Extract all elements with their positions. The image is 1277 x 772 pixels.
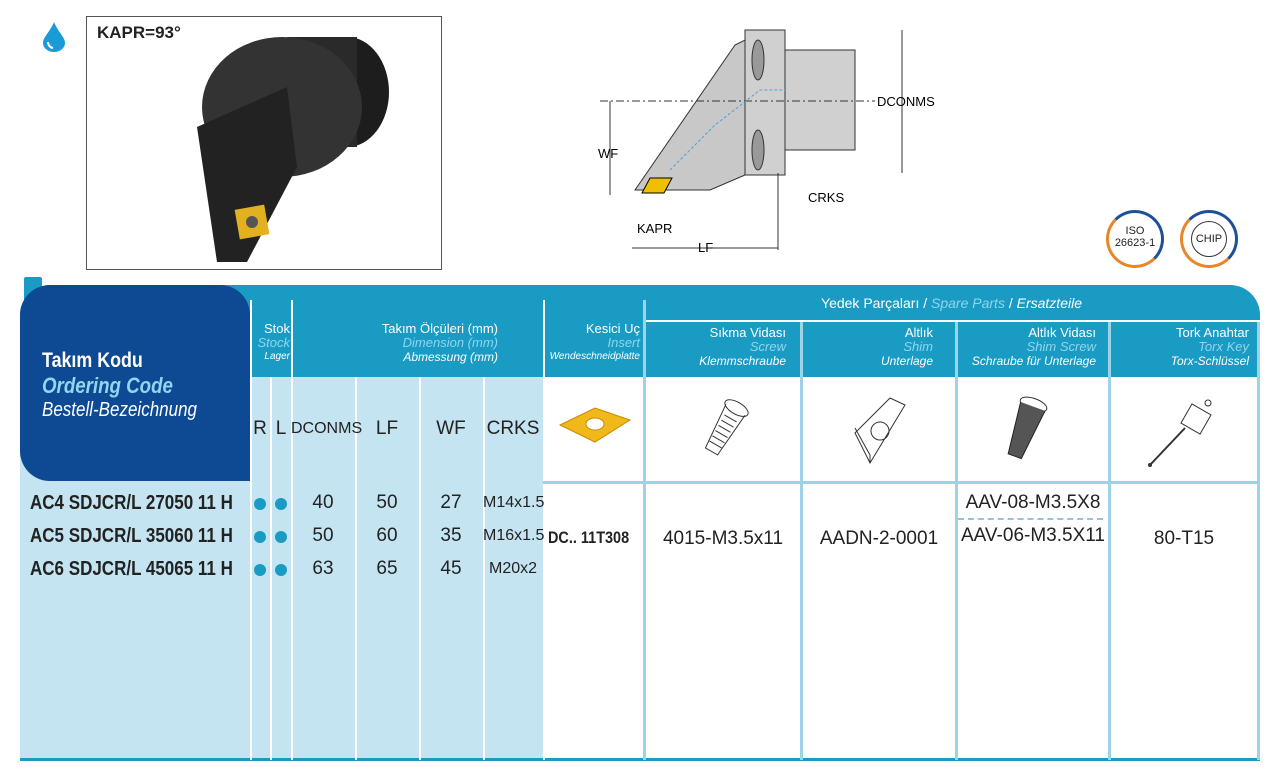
dconms-label: DCONMS	[877, 94, 935, 109]
insert-value: DC.. 11T308	[548, 528, 630, 547]
product-photo: KAPR=93°	[86, 16, 442, 270]
torx-key-icon	[1148, 399, 1212, 467]
crks-value: M20x2	[488, 560, 538, 577]
ordering-code: AC5 SDJCR/L 35060 11 H	[30, 525, 233, 547]
lf-value: 50	[376, 492, 398, 513]
lf-label: LF	[698, 240, 713, 255]
screw-icon	[704, 399, 749, 456]
col-crks: CRKS	[486, 418, 540, 439]
dimensions-header: Takım Ölçüleri (mm)Dimension (mm)Abmessu…	[381, 321, 498, 365]
coolant-drop-icon	[43, 22, 65, 52]
stock-l-dot	[275, 498, 287, 510]
kapr-label: KAPR	[637, 221, 672, 236]
spare-parts-header: Yedek Parçaları / Spare Parts / Ersatzte…	[821, 295, 1082, 311]
crks-value: M16x1.5	[483, 527, 545, 544]
stock-l-dot	[275, 564, 287, 576]
col-r: R	[253, 418, 267, 439]
tool-holder-image	[197, 37, 389, 262]
lf-value: 60	[376, 525, 398, 546]
dconms-value: 50	[312, 525, 334, 546]
kapr-angle-label: KAPR=93°	[97, 23, 181, 42]
wf-value: 45	[440, 558, 462, 579]
shim-screw-value-1: AAV-08-M3.5X8	[965, 492, 1101, 513]
wf-label: WF	[598, 146, 618, 161]
technical-drawing: DCONMS WF CRKS KAPR LF	[598, 29, 935, 255]
ordering-code: AC6 SDJCR/L 45065 11 H	[30, 558, 233, 580]
lf-value: 65	[376, 558, 398, 579]
wf-value: 35	[440, 525, 462, 546]
col-wf: WF	[436, 418, 466, 439]
crks-label: CRKS	[808, 190, 844, 205]
col-lf: LF	[375, 418, 399, 439]
stock-r-dot	[254, 498, 266, 510]
shim-screw-value-2: AAV-06-M3.5X11	[961, 525, 1105, 546]
shim-value: AADN-2-0001	[819, 528, 939, 549]
crks-value: M14x1.5	[483, 494, 545, 511]
chip-badge: CHIP	[1180, 210, 1238, 268]
stock-r-dot	[254, 564, 266, 576]
torx-key-value: 80-T15	[1153, 528, 1215, 549]
screw-value: 4015-M3.5x11	[662, 528, 784, 549]
stock-r-dot	[254, 531, 266, 543]
col-l: L	[275, 418, 287, 439]
stock-l-dot	[275, 531, 287, 543]
ordering-code-header: Takım Kodu Ordering Code Bestell-Bezeich…	[20, 285, 250, 481]
dconms-value: 63	[312, 558, 334, 579]
shim-icon	[854, 397, 906, 465]
ordering-code: AC4 SDJCR/L 27050 11 H	[30, 492, 233, 514]
col-dconms: DCONMS	[291, 420, 363, 437]
dconms-value: 40	[312, 492, 334, 513]
shim-screw-icon	[1007, 396, 1048, 460]
wf-value: 27	[440, 492, 462, 513]
insert-image	[558, 407, 632, 443]
